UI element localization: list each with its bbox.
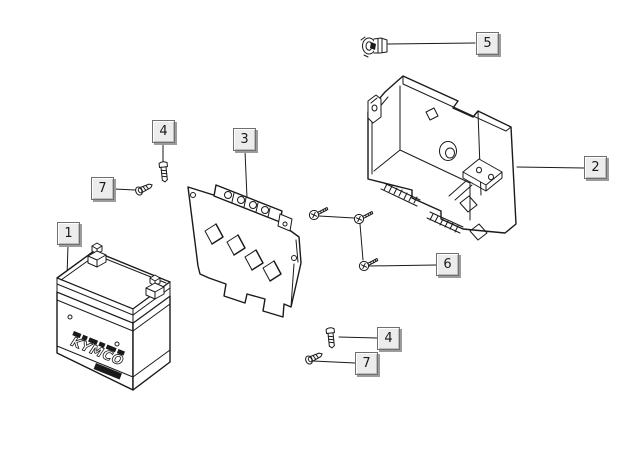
callout-6[interactable]: 6 (436, 253, 459, 276)
battery-label-bar (93, 363, 122, 380)
callout-3[interactable]: 3 (233, 128, 256, 151)
callout-2[interactable]: 2 (584, 156, 607, 179)
callout-4-bottom[interactable]: 4 (377, 327, 400, 350)
callout-7-top[interactable]: 7 (91, 177, 114, 200)
battery-label-text-marks (72, 331, 125, 356)
callout-6-label: 6 (443, 257, 452, 272)
bolt-6-lower-icon (358, 258, 379, 272)
callout-4-bottom-label: 4 (384, 331, 393, 346)
callout-4-top-label: 4 (159, 124, 168, 139)
screw-4-bottom-icon (325, 326, 337, 349)
bolt-6-middle-icon (353, 211, 374, 225)
callout-5[interactable]: 5 (476, 32, 499, 55)
callout-7-bottom-label: 7 (362, 356, 371, 371)
callout-3-label: 3 (240, 132, 249, 147)
callout-7-bottom[interactable]: 7 (355, 352, 378, 375)
battery-plate-illustration (187, 184, 302, 318)
wire-clamp-illustration (360, 36, 388, 58)
screw-7-bottom-icon (303, 349, 325, 366)
screw-4-top-icon (158, 160, 170, 183)
leader-lines (66, 42, 585, 364)
callout-5-label: 5 (483, 36, 492, 51)
callout-2-label: 2 (591, 160, 600, 175)
battery-illustration: KYMCO (56, 242, 171, 391)
battery-box-illustration (367, 75, 517, 241)
bolt-6-left-icon (308, 207, 329, 221)
callout-1[interactable]: 1 (57, 222, 80, 245)
callout-1-label: 1 (64, 226, 73, 241)
screw-7-top-icon (133, 180, 155, 197)
callout-7-top-label: 7 (98, 181, 107, 196)
callout-4-top[interactable]: 4 (152, 120, 175, 143)
